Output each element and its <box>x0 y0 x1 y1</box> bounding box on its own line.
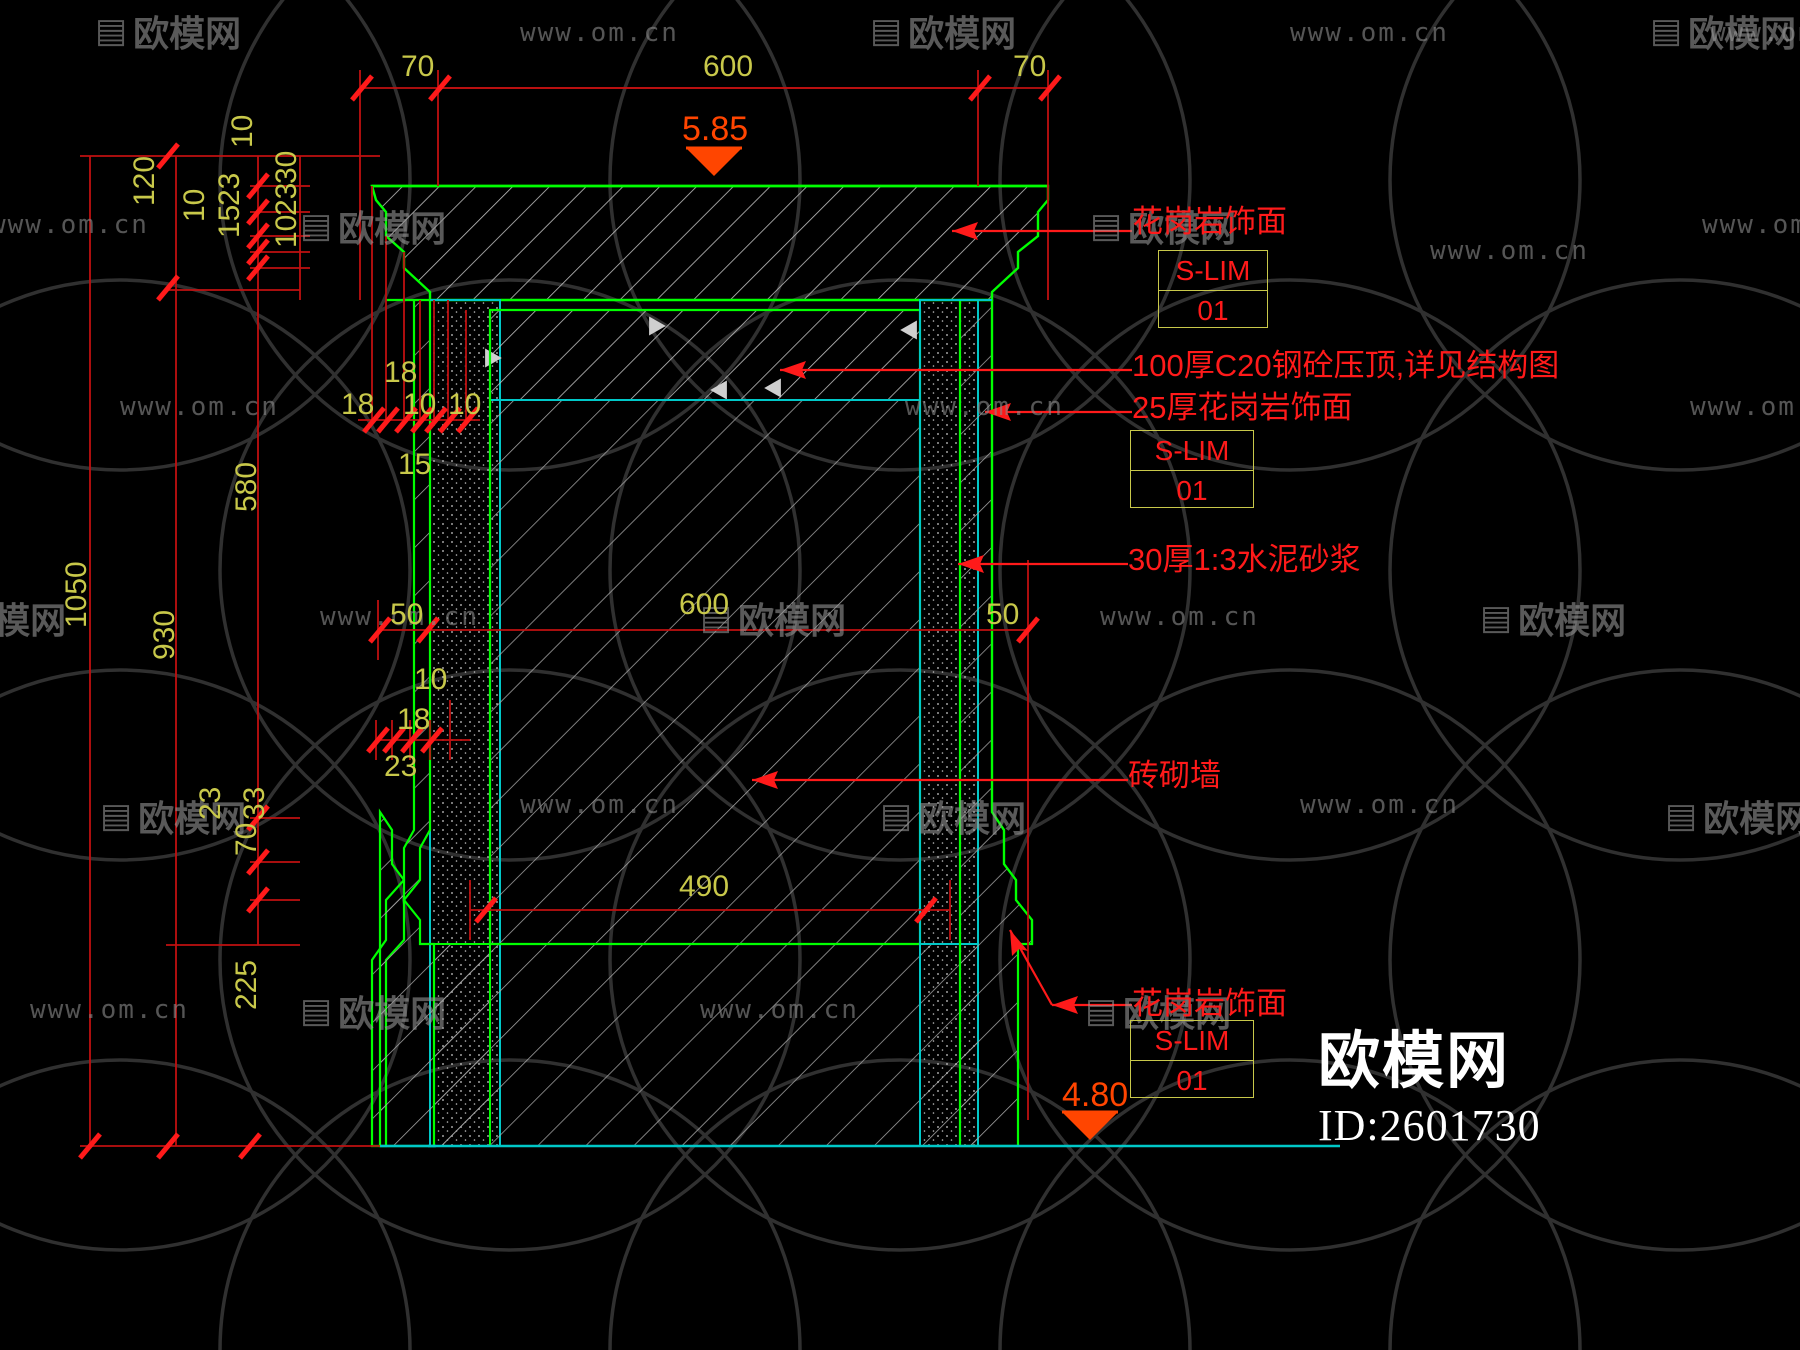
dimension-value-inner: 10 <box>414 663 448 696</box>
dimension-value-inner: 18 <box>397 703 431 736</box>
watermark-url: www.om.cn <box>1290 18 1449 48</box>
site-brand: 欧模网 ID:2601730 <box>1318 1010 1541 1151</box>
material-tag-code: S-LIM <box>1131 1021 1253 1061</box>
dimension-value-inner: 600 <box>679 588 730 621</box>
watermark-logo: ▤欧模网 <box>1085 985 1231 1037</box>
material-tag-number: 01 <box>1176 474 1208 506</box>
watermark-url: www.om.cn <box>905 392 1064 422</box>
material-tag-number: 01 <box>1176 1064 1208 1096</box>
material-tag-box-3[interactable]: S-LIM 01 <box>1130 1020 1254 1098</box>
sofa-logo-icon: ▤ <box>1665 797 1698 835</box>
watermark-url: www.om.cn <box>1702 210 1800 240</box>
watermark-logo-text: 欧模网 <box>918 799 1027 840</box>
watermark-logo: ▤欧模网 <box>1650 5 1796 57</box>
material-tag-code: S-LIM <box>1131 431 1253 471</box>
sofa-logo-icon: ▤ <box>300 207 333 245</box>
watermark-logo: ▤欧模网 <box>700 592 846 644</box>
watermark-url: www.om.cn <box>520 790 679 820</box>
watermark-url: www.om.cn <box>700 995 859 1025</box>
watermark-logo: ▤欧模网 <box>300 985 446 1037</box>
watermark-logo-text: 欧模网 <box>133 14 242 55</box>
material-tag-box-1[interactable]: S-LIM 01 <box>1158 250 1268 328</box>
watermark-url: www.om.cn <box>30 995 189 1025</box>
watermark-logo: ▤欧模网 <box>1665 790 1800 842</box>
watermark-logo: ▤欧模网 <box>95 5 241 57</box>
annotation-a6: 花岗岩饰面 <box>1132 986 1287 1021</box>
sofa-logo-icon: ▤ <box>700 599 733 637</box>
watermark-logo: ▤欧模网 <box>300 200 446 252</box>
watermark-logo-text: 欧模网 <box>338 209 447 250</box>
dimension-value-inner: 23 <box>384 750 418 783</box>
dimension-value-inner: 18 <box>384 356 418 389</box>
dimension-value-inner: 10 <box>403 388 437 421</box>
watermark-url: www.om.cn <box>120 392 279 422</box>
watermark-logo-text: 欧模网 <box>1688 14 1797 55</box>
watermark-logo: ▤欧模网 <box>1480 592 1626 644</box>
watermark-logo-text: 欧模网 <box>1703 799 1800 840</box>
sofa-logo-icon: ▤ <box>1650 12 1683 50</box>
watermark-logo: ▤欧模网 <box>0 592 66 644</box>
dimension-value-inner: 50 <box>986 598 1020 631</box>
watermark-url: www.om.cn <box>1100 602 1259 632</box>
material-tag-box-2[interactable]: S-LIM 01 <box>1130 430 1254 508</box>
watermark-url: www.om.cn <box>1690 392 1800 422</box>
watermark-logo-text: 欧模网 <box>1518 601 1627 642</box>
material-tag-number: 01 <box>1197 294 1229 326</box>
watermark-url: www.om.cn <box>320 602 479 632</box>
annotation-a4: 30厚1:3水泥砂浆 <box>1128 542 1361 577</box>
annotation-a5: 砖砌墙 <box>1128 758 1221 793</box>
watermark-logo-text: 欧模网 <box>1123 994 1232 1035</box>
dimension-value-inner: 50 <box>390 598 424 631</box>
dimension-value-inner: 490 <box>679 870 730 903</box>
watermark-logo-text: 欧模网 <box>1128 209 1237 250</box>
elevation-mark-top: 5.85 <box>682 110 749 148</box>
dimension-value-top: 70 <box>401 50 435 83</box>
annotation-a2: 100厚C20钢砼压顶,详见结构图 <box>1132 348 1560 383</box>
elevation-mark-bottom: 4.80 <box>1062 1076 1129 1114</box>
annotation-a3: 25厚花岗岩饰面 <box>1132 390 1353 425</box>
watermark-url: www.om.cn <box>1430 236 1589 266</box>
sofa-logo-icon: ▤ <box>1085 992 1118 1030</box>
brand-id: ID:2601730 <box>1318 1101 1541 1150</box>
material-tag-code: S-LIM <box>1159 251 1267 291</box>
watermark-url: www.om.cn <box>520 18 679 48</box>
watermark-logo-text: 欧模网 <box>0 601 67 642</box>
brand-name: 欧模网 <box>1318 1024 1511 1097</box>
sofa-logo-icon: ▤ <box>300 992 333 1030</box>
dimension-value-top: 600 <box>703 50 754 83</box>
watermark-logo-text: 欧模网 <box>138 799 247 840</box>
watermark-logo-text: 欧模网 <box>338 994 447 1035</box>
sofa-logo-icon: ▤ <box>95 12 128 50</box>
sofa-logo-icon: ▤ <box>870 12 903 50</box>
sofa-logo-icon: ▤ <box>1480 599 1513 637</box>
watermark-url: www.om.cn <box>1710 18 1800 48</box>
watermark-logo: ▤欧模网 <box>100 790 246 842</box>
dimension-value-top: 70 <box>1013 50 1047 83</box>
watermark-logo: ▤欧模网 <box>880 790 1026 842</box>
annotation-a1: 花岗岩饰面 <box>1132 204 1287 239</box>
watermark-url: www.om.cn <box>0 210 149 240</box>
watermark-url: www.om.cn <box>1300 790 1459 820</box>
watermark-logo: ▤欧模网 <box>870 5 1016 57</box>
sofa-logo-icon: ▤ <box>1090 207 1123 245</box>
sofa-logo-icon: ▤ <box>880 797 913 835</box>
watermark-logo-text: 欧模网 <box>738 601 847 642</box>
dimension-value-inner: 15 <box>398 448 432 481</box>
sofa-logo-icon: ▤ <box>100 797 133 835</box>
watermark-logo-text: 欧模网 <box>908 14 1017 55</box>
dimension-value-inner: 18 <box>341 388 375 421</box>
dimension-value-inner: 10 <box>448 388 482 421</box>
watermark-logo: ▤欧模网 <box>1090 200 1236 252</box>
